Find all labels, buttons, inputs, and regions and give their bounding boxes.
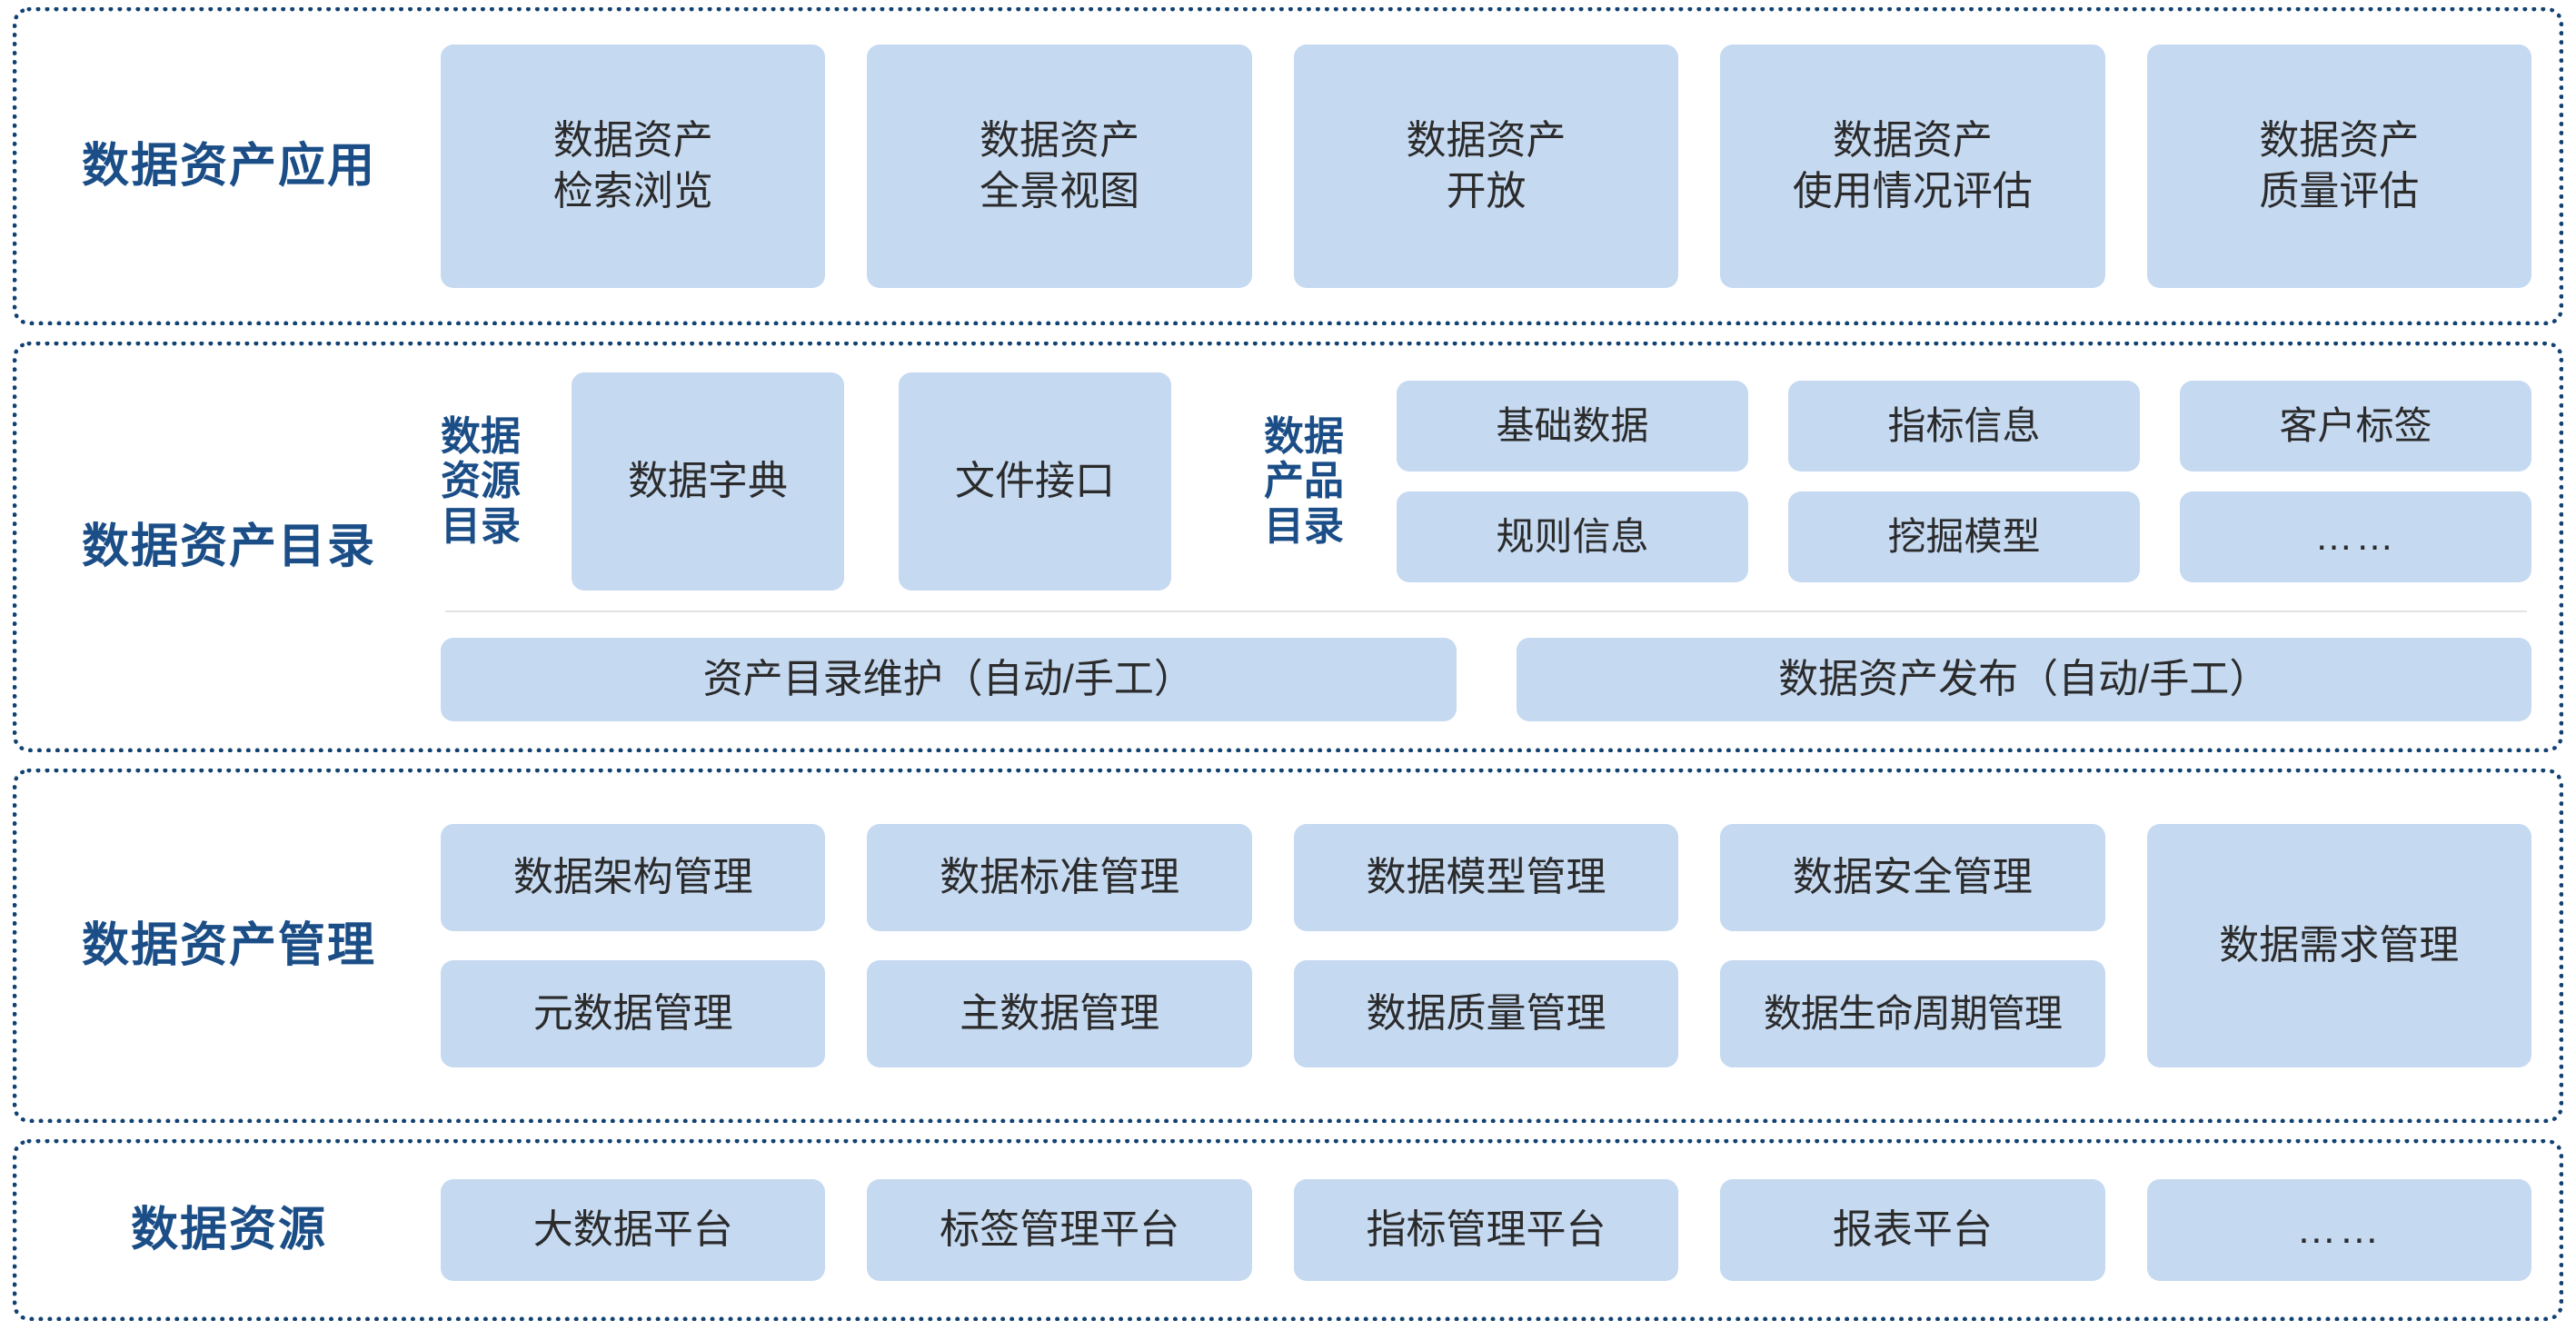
catalog-bottom-row: 资产目录维护（自动/手工） 数据资产发布（自动/手工） xyxy=(441,638,2531,721)
section-body-management: 数据架构管理 数据标准管理 数据模型管理 数据安全管理 数据需求管理 元数据管理… xyxy=(441,773,2559,1118)
card-asset-quality-assessment[interactable]: 数据资产 质量评估 xyxy=(2146,45,2532,288)
section-title-resource: 数据资源 xyxy=(130,1203,327,1256)
catalog-divider xyxy=(445,610,2527,612)
card-resource-ellipsis: …… xyxy=(2146,1179,2532,1281)
card-catalog-maintenance[interactable]: 资产目录维护（自动/手工） xyxy=(441,638,1457,721)
catalog-top-row: 数据 资源 目录 数据字典 文件接口 数据 产品 目录 基础数据 指标信息 客户… xyxy=(441,372,2531,610)
card-asset-search-browse[interactable]: 数据资产 检索浏览 xyxy=(441,45,826,288)
card-metadata-management[interactable]: 元数据管理 xyxy=(441,960,826,1067)
card-master-data-management[interactable]: 主数据管理 xyxy=(867,960,1252,1067)
card-asset-usage-assessment[interactable]: 数据资产 使用情况评估 xyxy=(1720,45,2105,288)
card-data-architecture-management[interactable]: 数据架构管理 xyxy=(441,824,826,931)
card-data-standard-management[interactable]: 数据标准管理 xyxy=(867,824,1252,931)
card-asset-panorama-view[interactable]: 数据资产 全景视图 xyxy=(867,45,1252,288)
card-data-requirement-management[interactable]: 数据需求管理 xyxy=(2146,824,2531,1067)
card-data-quality-management[interactable]: 数据质量管理 xyxy=(1293,960,1679,1067)
section-data-asset-application: 数据资产应用 数据资产 检索浏览 数据资产 全景视图 数据资产 开放 数据资产 … xyxy=(13,7,2563,325)
section-body-catalog: 数据 资源 目录 数据字典 文件接口 数据 产品 目录 基础数据 指标信息 客户… xyxy=(441,346,2559,748)
section-data-asset-management: 数据资产管理 数据架构管理 数据标准管理 数据模型管理 数据安全管理 数据需求管… xyxy=(13,769,2563,1123)
section-title-catalog: 数据资产目录 xyxy=(81,520,376,573)
card-rule-info[interactable]: 规则信息 xyxy=(1397,491,1748,582)
card-customer-tag[interactable]: 客户标签 xyxy=(2180,381,2531,471)
label-data-product-catalog: 数据 产品 目录 xyxy=(1264,414,1344,549)
card-data-lifecycle-management[interactable]: 数据生命周期管理 xyxy=(1720,960,2105,1067)
section-body-application: 数据资产 检索浏览 数据资产 全景视图 数据资产 开放 数据资产 使用情况评估 … xyxy=(441,12,2559,321)
management-card-grid: 数据架构管理 数据标准管理 数据模型管理 数据安全管理 数据需求管理 元数据管理… xyxy=(441,824,2531,1067)
card-tag-management-platform[interactable]: 标签管理平台 xyxy=(867,1179,1252,1281)
card-basic-data[interactable]: 基础数据 xyxy=(1397,381,1748,471)
card-data-dictionary[interactable]: 数据字典 xyxy=(572,372,844,591)
card-report-platform[interactable]: 报表平台 xyxy=(1720,1179,2105,1281)
card-data-security-management[interactable]: 数据安全管理 xyxy=(1720,824,2105,931)
product-catalog-mini-grid: 基础数据 指标信息 客户标签 规则信息 挖掘模型 …… xyxy=(1397,381,2531,582)
card-big-data-platform[interactable]: 大数据平台 xyxy=(441,1179,826,1281)
card-product-catalog-ellipsis: …… xyxy=(2180,491,2531,582)
card-indicator-management-platform[interactable]: 指标管理平台 xyxy=(1293,1179,1679,1281)
application-card-grid: 数据资产 检索浏览 数据资产 全景视图 数据资产 开放 数据资产 使用情况评估 … xyxy=(441,45,2532,288)
card-mining-model[interactable]: 挖掘模型 xyxy=(1788,491,2140,582)
card-indicator-info[interactable]: 指标信息 xyxy=(1788,381,2140,471)
label-data-resource-catalog: 数据 资源 目录 xyxy=(441,414,521,549)
section-title-application: 数据资产应用 xyxy=(81,139,376,193)
section-data-asset-catalog: 数据资产目录 数据 资源 目录 数据字典 文件接口 数据 产品 目录 基础数据 … xyxy=(13,342,2563,752)
resource-card-grid: 大数据平台 标签管理平台 指标管理平台 报表平台 …… xyxy=(441,1179,2532,1281)
card-asset-publish[interactable]: 数据资产发布（自动/手工） xyxy=(1516,638,2531,721)
section-data-resource: 数据资源 大数据平台 标签管理平台 指标管理平台 报表平台 …… xyxy=(13,1139,2563,1321)
section-title-management: 数据资产管理 xyxy=(81,918,376,972)
section-body-resource: 大数据平台 标签管理平台 指标管理平台 报表平台 …… xyxy=(441,1144,2559,1316)
card-file-interface[interactable]: 文件接口 xyxy=(899,372,1171,591)
card-asset-open[interactable]: 数据资产 开放 xyxy=(1293,45,1679,288)
card-data-model-management[interactable]: 数据模型管理 xyxy=(1293,824,1679,931)
